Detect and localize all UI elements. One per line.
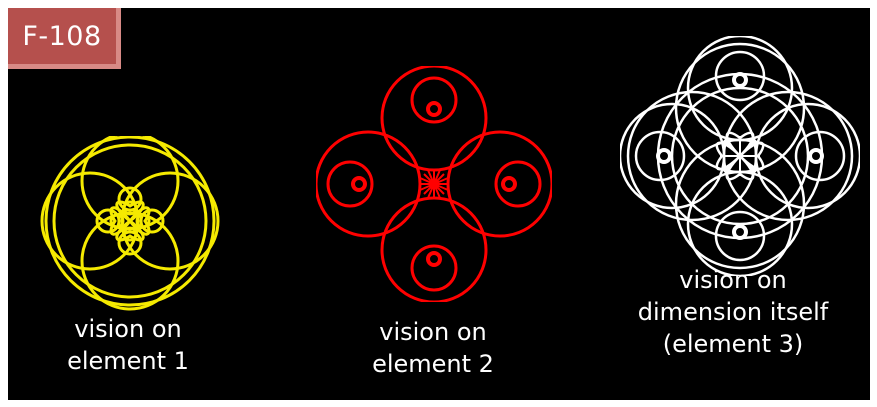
element-3-caption-line2: dimension itself — [603, 296, 863, 328]
element-2-caption: vision on element 2 — [353, 316, 513, 380]
element-3-caption-line1: vision on — [603, 264, 863, 296]
figure-label-badge: F-108 — [8, 8, 121, 69]
element-3-caption: vision on dimension itself (element 3) — [603, 264, 863, 360]
element-1-caption-line1: vision on — [48, 313, 208, 345]
element-3-caption-line3: (element 3) — [603, 328, 863, 360]
element-1-caption-line2: element 1 — [48, 345, 208, 377]
element-1-vision-pattern — [40, 136, 220, 316]
element-2-caption-line1: vision on — [353, 316, 513, 348]
element-1-caption: vision on element 1 — [48, 313, 208, 377]
figure-label-text: F-108 — [22, 21, 101, 52]
element-2-vision-pattern — [316, 66, 552, 302]
diagram-panel: F-108 vision on element 1 — [8, 8, 870, 400]
element-2-caption-line2: element 2 — [353, 348, 513, 380]
element-3-vision-pattern — [620, 36, 860, 276]
